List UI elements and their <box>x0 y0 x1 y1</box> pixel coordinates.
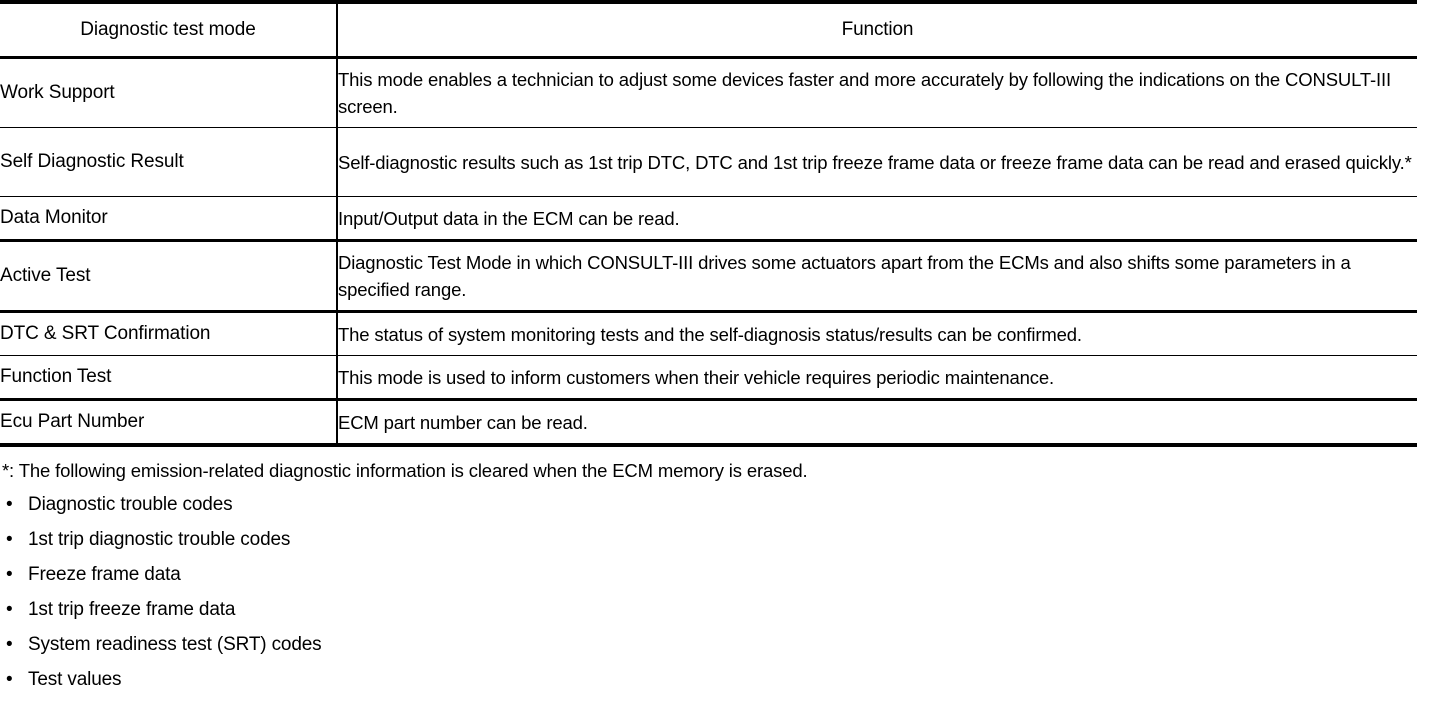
cell-mode-self-diagnostic-result: Self Diagnostic Result <box>0 127 338 197</box>
table-row: Function Test This mode is used to infor… <box>0 355 1417 401</box>
table-row: Data Monitor Input/Output data in the EC… <box>0 196 1417 242</box>
cell-mode-ecu-part-number: Ecu Part Number <box>0 399 338 445</box>
bullet-icon: • <box>6 529 13 550</box>
diagnostic-test-mode-table: Diagnostic test mode Function Work Suppo… <box>0 0 1417 447</box>
cell-mode-active-test: Active Test <box>0 240 338 313</box>
table-row: Self Diagnostic Result Self-diagnostic r… <box>0 127 1417 197</box>
list-item-label: Freeze frame data <box>28 564 181 585</box>
list-item-label: Test values <box>28 669 122 690</box>
cell-function-work-support: This mode enables a technician to adjust… <box>337 57 1417 128</box>
bullet-icon: • <box>6 494 13 515</box>
bullet-icon: • <box>6 564 13 585</box>
cell-mode-data-monitor: Data Monitor <box>0 196 338 242</box>
list-item-label: Diagnostic trouble codes <box>28 494 233 515</box>
table-row: Ecu Part Number ECM part number can be r… <box>0 399 1417 445</box>
table-header: Diagnostic test mode Function <box>0 2 1417 59</box>
cell-mode-function-test: Function Test <box>0 355 338 401</box>
table-row: Active Test Diagnostic Test Mode in whic… <box>0 240 1417 313</box>
list-item: • Test values <box>0 668 1440 692</box>
list-item: • System readiness test (SRT) codes <box>0 633 1440 657</box>
list-item: • Freeze frame data <box>0 563 1440 587</box>
table-row: DTC & SRT Confirmation The status of sys… <box>0 311 1417 356</box>
list-item-label: 1st trip diagnostic trouble codes <box>28 529 291 550</box>
list-item-label: System readiness test (SRT) codes <box>28 634 322 655</box>
cell-function-self-diagnostic-result: Self-diagnostic results such as 1st trip… <box>337 127 1417 197</box>
cleared-information-list: • Diagnostic trouble codes • 1st trip di… <box>0 493 1440 692</box>
cell-function-dtc-srt-confirmation: The status of system monitoring tests an… <box>337 311 1417 356</box>
cell-mode-work-support: Work Support <box>0 57 338 128</box>
list-item: • 1st trip diagnostic trouble codes <box>0 528 1440 552</box>
table-body: Work Support This mode enables a technic… <box>0 57 1417 445</box>
cell-function-ecu-part-number: ECM part number can be read. <box>338 411 588 433</box>
list-item: • Diagnostic trouble codes <box>0 493 1440 517</box>
cell-function-active-test: Diagnostic Test Mode in which CONSULT-II… <box>337 240 1417 313</box>
cell-function-data-monitor: Input/Output data in the ECM can be read… <box>337 196 1417 242</box>
table-row: Work Support This mode enables a technic… <box>0 57 1417 128</box>
column-header-diagnostic-test-mode: Diagnostic test mode <box>0 2 338 59</box>
bullet-icon: • <box>6 669 13 690</box>
cell-mode-dtc-srt-confirmation: DTC & SRT Confirmation <box>0 311 338 356</box>
column-header-function: Function <box>337 2 1417 59</box>
list-item-label: 1st trip freeze frame data <box>28 599 236 620</box>
cell-function-function-test: This mode is used to inform customers wh… <box>337 355 1417 401</box>
bullet-icon: • <box>6 634 13 655</box>
table-header-row: Diagnostic test mode Function <box>0 2 1417 59</box>
list-item: • 1st trip freeze frame data <box>0 598 1440 622</box>
bullet-icon: • <box>6 599 13 620</box>
footnote-text: *: The following emission-related diagno… <box>2 460 808 481</box>
